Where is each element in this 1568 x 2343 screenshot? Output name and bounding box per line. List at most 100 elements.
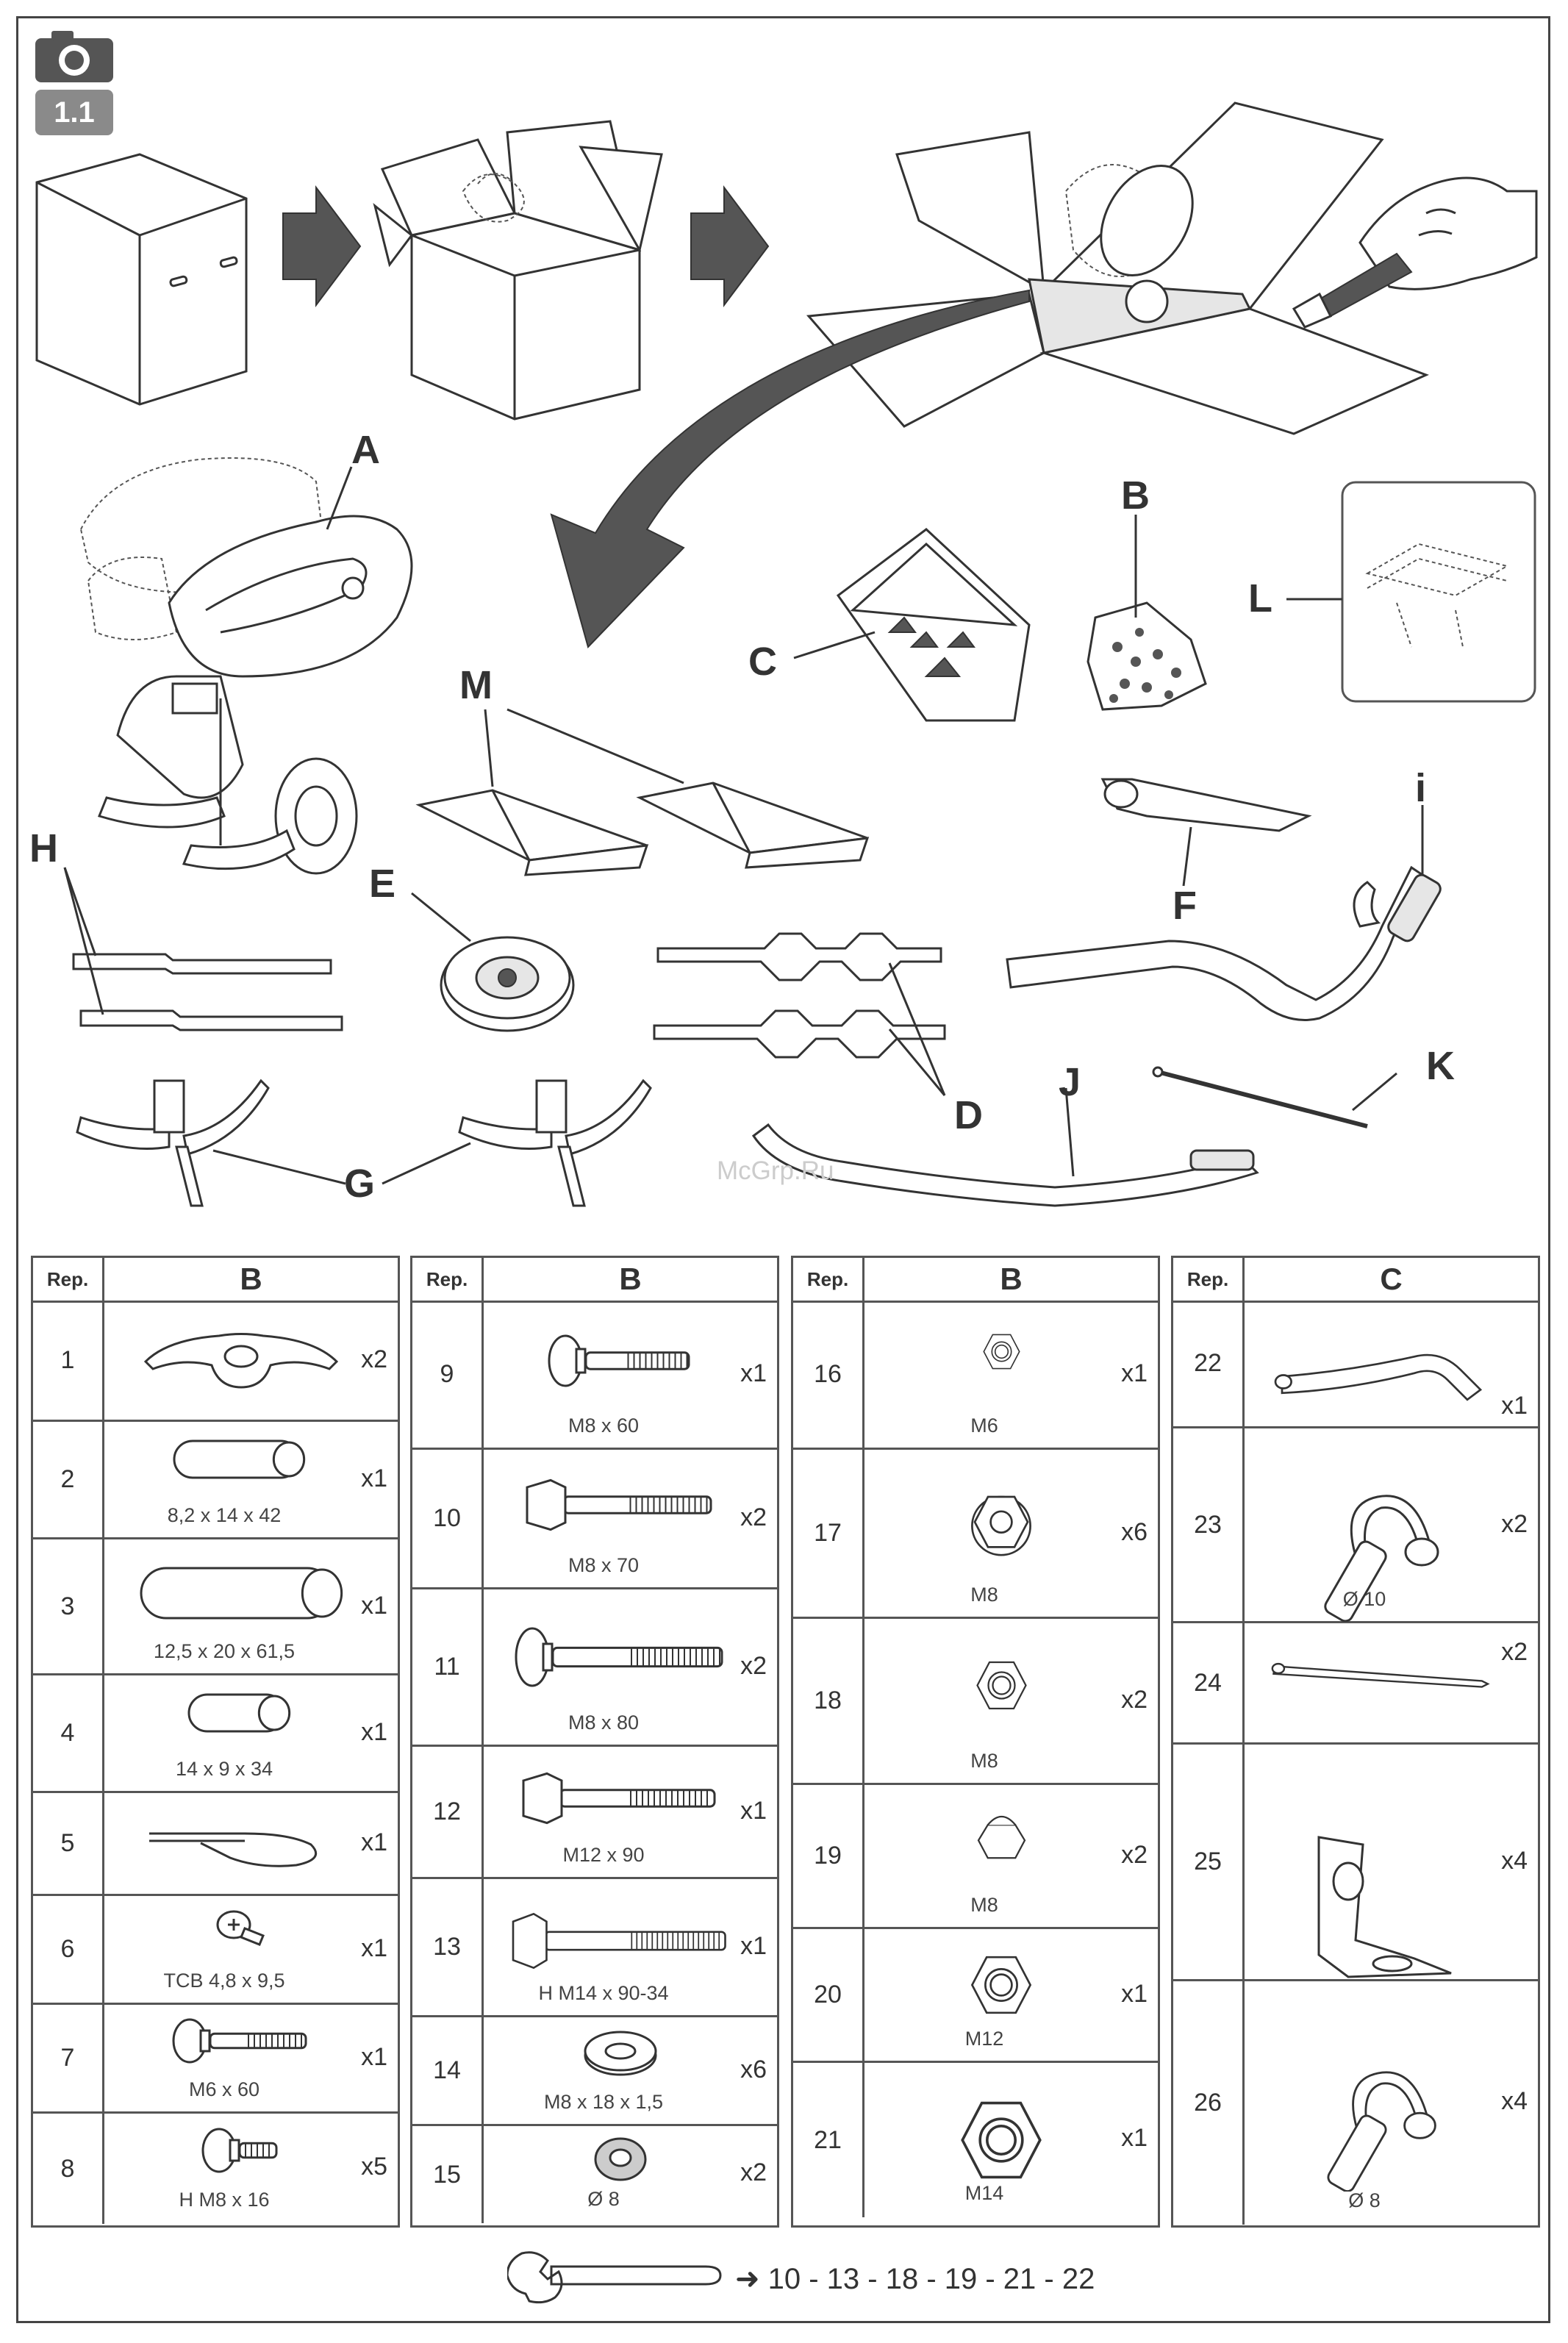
lock-washer-icon (508, 2133, 733, 2185)
part-qty: x1 (1121, 1359, 1148, 1387)
group-header: B (240, 1262, 262, 1296)
lower-handle-drawing (751, 1123, 1259, 1207)
part-rep: 17 (793, 1450, 864, 1617)
part-rep: 7 (33, 2005, 104, 2111)
hardware-bag-drawing (1086, 601, 1207, 711)
part-qty: x1 (361, 1828, 387, 1856)
r-clip-icon (129, 1811, 354, 1870)
rep-header: Rep. (1173, 1258, 1245, 1301)
detail-box-l (1286, 481, 1536, 703)
arrow-right-icon (690, 185, 770, 307)
part-rep: 9 (412, 1301, 484, 1448)
part-qty: x1 (361, 1934, 387, 1962)
part-size: M6 (970, 1414, 998, 1437)
part-size: H M8 x 16 (179, 2189, 270, 2211)
part-row: 1 x2 (33, 1301, 398, 1422)
nut-icon (889, 1658, 1114, 1713)
part-rep: 22 (1173, 1301, 1245, 1426)
part-rep: 5 (33, 1793, 104, 1894)
arrow-right-icon (282, 185, 362, 307)
part-qty: x2 (361, 1345, 387, 1373)
support-brackets-drawing (653, 932, 946, 1059)
part-qty: x2 (740, 2158, 767, 2186)
part-size: M8 x 60 (568, 1414, 640, 1437)
cap-nut-icon (889, 1813, 1114, 1864)
part-qty: x1 (1121, 2124, 1148, 2152)
tiller-drawing (79, 457, 413, 875)
washer-icon (508, 2028, 733, 2079)
callout-j: J (1059, 1060, 1081, 1104)
part-qty: x2 (1501, 1638, 1528, 1666)
part-rep: 23 (1173, 1428, 1245, 1621)
group-header: C (1380, 1262, 1403, 1296)
part-size: M12 (964, 2028, 1004, 2050)
rod-drawing (1152, 1066, 1368, 1128)
part-rep: 15 (412, 2126, 484, 2223)
bolt-icon (508, 1769, 733, 1828)
part-qty: x6 (740, 2056, 767, 2083)
camera-icon (35, 31, 113, 82)
angle-bracket-icon (1269, 1830, 1494, 1992)
nut-icon (889, 2096, 1114, 2184)
part-qty: x2 (1121, 1686, 1148, 1714)
bolt-icon (508, 1904, 733, 1978)
part-size: 8,2 x 14 x 42 (167, 1504, 282, 1526)
part-rep: 18 (793, 1619, 864, 1783)
part-qty: x4 (1501, 1847, 1528, 1875)
part-size: TCB 4,8 x 9,5 (163, 1970, 285, 1992)
bracket-drawing (1100, 778, 1312, 832)
flange-nut-icon (889, 1490, 1114, 1556)
part-qty: x1 (740, 1797, 767, 1825)
group-header: B (1000, 1262, 1023, 1296)
part-rep: 3 (33, 1539, 104, 1673)
part-qty: x2 (740, 1503, 767, 1531)
spacer-tube-icon (129, 1690, 354, 1736)
handlebar-drawing (1006, 865, 1442, 1021)
screw-icon (129, 1906, 354, 1958)
callout-m: M (459, 663, 493, 707)
part-rep: 1 (33, 1301, 104, 1420)
part-qty: x1 (1501, 1392, 1528, 1420)
part-size: Ø 8 (587, 2188, 620, 2210)
page-frame (16, 16, 1550, 2323)
linch-pin-icon (1269, 2059, 1494, 2192)
part-rep: 12 (412, 1747, 484, 1877)
callout-f: F (1173, 884, 1197, 928)
part-rep: 6 (33, 1896, 104, 2003)
part-size: M8 x 70 (568, 1554, 640, 1576)
callout-a: A (351, 428, 380, 472)
curved-arrow-icon (550, 289, 1030, 648)
flattened-box-drawing (806, 101, 1429, 435)
part-rep: 2 (33, 1422, 104, 1537)
part-rep: 4 (33, 1675, 104, 1791)
rep-header: Rep. (793, 1258, 864, 1301)
callout-g: G (344, 1162, 375, 1206)
part-row: 22 x1 (1173, 1301, 1538, 1428)
bent-tube-icon (1269, 1331, 1494, 1412)
part-size: 14 x 9 x 34 (175, 1758, 273, 1780)
part-qty: x1 (361, 2043, 387, 2071)
manual-bag-drawing (836, 528, 1031, 722)
callout-h: H (29, 826, 58, 870)
callout-l: L (1248, 576, 1272, 620)
cable-tie-icon (1269, 1651, 1494, 1695)
callout-e: E (369, 862, 395, 906)
part-size: 12,5 x 20 x 61,5 (153, 1640, 296, 1662)
bolt-icon (129, 2125, 354, 2176)
part-rep: 13 (412, 1879, 484, 2015)
group-header: B (619, 1262, 642, 1296)
